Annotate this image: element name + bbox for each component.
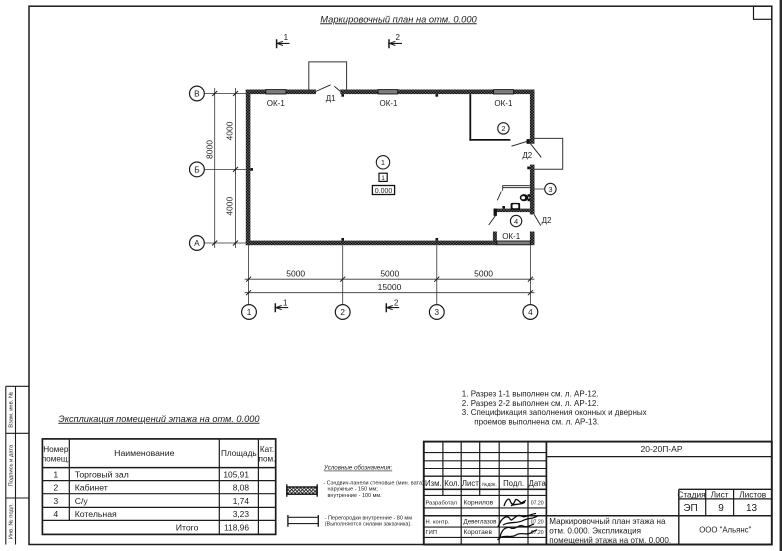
svg-text:Д2: Д2 [542,216,552,225]
svg-text:07.20: 07.20 [531,520,544,526]
svg-text:5000: 5000 [380,269,399,279]
svg-text:проемов выполнена см. л. АР-13: проемов выполнена см. л. АР-13. [474,418,599,427]
svg-text:4: 4 [528,308,533,317]
svg-text:В: В [194,89,200,98]
svg-text:20-20П-АР: 20-20П-АР [640,444,682,454]
svg-text:Итого: Итого [176,523,199,533]
svg-text:помещений этажа на отм. 0.000.: помещений этажа на отм. 0.000. [549,536,671,545]
svg-text:Подл.: Подл. [503,479,524,488]
svg-text:Подпись и дата: Подпись и дата [9,444,15,486]
svg-text:118,96: 118,96 [224,523,249,533]
svg-text:9: 9 [718,503,724,514]
svg-text:1: 1 [247,308,252,317]
svg-text:13: 13 [746,503,758,514]
svg-text:4: 4 [514,217,518,226]
svg-text:2. Разрез 2-2 выполнен см. л.: 2. Разрез 2-2 выполнен см. л. АР-12. [462,399,599,408]
svg-text:3: 3 [53,496,58,506]
svg-text:Условные обозначения:: Условные обозначения: [323,465,393,472]
svg-text:внутренние - 100 мм.: внутренние - 100 мм. [328,493,383,499]
svg-text:ООО "Альянс": ООО "Альянс" [699,526,751,535]
svg-text:Д1: Д1 [326,94,336,103]
svg-text:Дата: Дата [529,479,547,488]
svg-text:Кол.: Кол. [444,479,459,488]
svg-text:Маркировочный план на отм. 0.0: Маркировочный план на отм. 0.000 [320,14,477,24]
svg-text:4: 4 [53,509,58,519]
svg-text:3. Спецификация заполнения око: 3. Спецификация заполнения оконных и две… [462,408,647,417]
svg-text:105,91: 105,91 [223,469,249,479]
svg-text:5000: 5000 [474,269,493,279]
svg-text:Кат.: Кат. [260,445,274,454]
svg-text:2: 2 [340,308,345,317]
svg-text:№док.: №док. [482,482,497,488]
svg-text:Наименование: Наименование [114,448,174,458]
svg-text:Изм.: Изм. [425,479,442,488]
svg-text:Экспликация помещений этажа на: Экспликация помещений этажа на отм. 0.00… [58,414,260,424]
svg-text:Номер: Номер [43,445,69,454]
svg-text:1: 1 [53,469,58,479]
svg-text:5000: 5000 [286,269,305,279]
svg-text:Стадия: Стадия [677,489,705,499]
svg-text:помещ.: помещ. [42,455,70,464]
svg-text:Инв. № подл.: Инв. № подл. [9,503,15,539]
svg-text:3: 3 [435,308,440,317]
svg-text:Разработал: Разработал [426,501,458,507]
svg-text:1: 1 [283,298,288,307]
svg-text:ОК-1: ОК-1 [380,99,399,108]
svg-text:Лист: Лист [711,489,729,499]
svg-text:1: 1 [284,33,289,42]
svg-text:Котельная: Котельная [75,509,117,519]
svg-text:2: 2 [501,124,505,133]
svg-text:Маркировочный план этажа на: Маркировочный план этажа на [549,517,666,526]
svg-text:ГИП: ГИП [426,530,437,536]
svg-text:8,08: 8,08 [233,482,250,492]
svg-text:Листов: Листов [739,489,767,499]
svg-text:ОК-1: ОК-1 [267,99,286,108]
svg-text:Торговый зал: Торговый зал [75,469,129,479]
svg-text:8000: 8000 [204,140,214,159]
svg-text:Кабинет: Кабинет [75,482,108,492]
svg-text:1: 1 [381,175,385,182]
svg-text:1,74: 1,74 [233,496,250,506]
svg-text:2: 2 [53,482,58,492]
svg-text:3: 3 [548,185,552,194]
svg-text:Лист: Лист [462,479,479,488]
svg-text:- Сэндвич-панели стеновые (мин: - Сэндвич-панели стеновые (мин. вата): [323,480,426,486]
svg-text:07.20: 07.20 [531,530,544,536]
svg-text:3,23: 3,23 [233,509,250,519]
svg-text:15000: 15000 [378,282,402,292]
svg-text:Площадь: Площадь [221,449,257,458]
svg-text:4000: 4000 [224,196,234,215]
svg-text:Д2: Д2 [522,151,532,160]
svg-text:ОК-1: ОК-1 [502,232,521,241]
svg-text:1. Разрез 1-1 выполнен см. л.: 1. Разрез 1-1 выполнен см. л. АР-12. [462,389,599,398]
svg-text:отм. 0.000. Экспликация: отм. 0.000. Экспликация [549,527,641,536]
svg-text:Коротаев: Коротаев [464,529,493,536]
svg-text:4000: 4000 [224,121,234,140]
svg-text:Взам. инв. №: Взам. инв. № [9,392,15,428]
svg-text:наружные - 150 мм;: наружные - 150 мм; [328,487,379,493]
svg-text:С/у: С/у [75,496,89,506]
svg-text:ЭП: ЭП [683,503,697,514]
svg-text:Девеглазов: Девеглазов [464,519,498,526]
svg-text:Корнилов: Корнилов [464,500,494,507]
svg-text:Н. контр.: Н. контр. [426,520,450,526]
svg-text:пом.: пом. [259,455,276,464]
svg-text:07.20: 07.20 [531,501,544,507]
svg-text:(Выполняются силами заказчика): (Выполняются силами заказчика). [325,522,413,528]
svg-text:Б: Б [194,165,199,174]
svg-text:А: А [194,239,200,248]
svg-text:1: 1 [381,158,385,167]
svg-text:ОК-1: ОК-1 [494,99,513,108]
svg-text:0.000: 0.000 [375,188,393,195]
svg-text:2: 2 [394,298,399,307]
svg-text:2: 2 [395,33,400,42]
svg-text:- Перегородки внутренние - 80: - Перегородки внутренние - 80 мм [325,515,413,521]
